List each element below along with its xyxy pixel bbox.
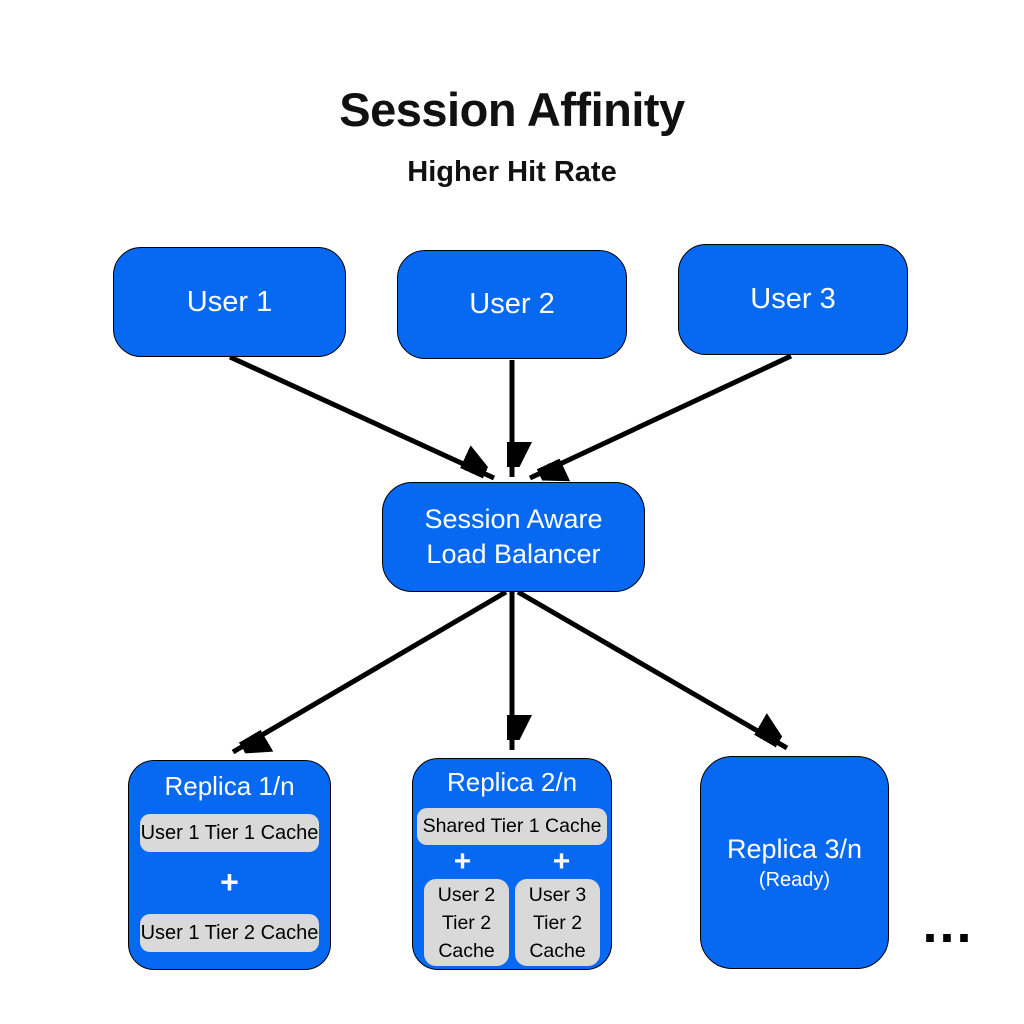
replica-1-tier1-cache: User 1 Tier 1 Cache	[140, 814, 319, 852]
arrow-load-balancer-to-replica3	[516, 589, 787, 751]
node-user-3: User 3	[678, 244, 908, 355]
replica-1-tier2-cache: User 1 Tier 2 Cache	[140, 914, 319, 952]
replica-2-title: Replica 2/n	[446, 767, 578, 797]
load-balancer-label-line1: Session Aware	[424, 503, 603, 534]
node-user-2-label: User 2	[469, 288, 555, 320]
replica-2-shared-tier1-cache: Shared Tier 1 Cache	[417, 808, 607, 845]
node-replica-2: Replica 2/n Shared Tier 1 Cache + + User…	[412, 758, 612, 970]
load-balancer-label-line2: Load Balancer	[426, 539, 601, 569]
node-replica-3: Replica 3/n (Ready)	[700, 756, 889, 969]
plus-sign-left: +	[453, 845, 472, 878]
plus-sign-right: +	[552, 845, 571, 878]
replica-2-cache-row: User 2 Tier 2 Cache User 3 Tier 2 Cache	[413, 879, 611, 966]
node-load-balancer: Session Aware Load Balancer	[382, 482, 645, 592]
replica-2-user3-tier2-cache: User 3 Tier 2 Cache	[515, 879, 600, 966]
page-title: Session Affinity	[339, 83, 685, 136]
plus-sign: +	[220, 864, 239, 900]
node-user-2: User 2	[397, 250, 627, 359]
page-subtitle: Higher Hit Rate	[407, 156, 617, 188]
arrow-load-balancer-to-replica1	[231, 589, 508, 752]
replica-2-user2-tier2-cache: User 2 Tier 2 Cache	[424, 879, 509, 966]
node-user-3-label: User 3	[750, 283, 836, 315]
replica-3-status: (Ready)	[758, 868, 831, 891]
node-replica-1: Replica 1/n User 1 Tier 1 Cache + User 1…	[128, 760, 331, 970]
replica-3-title: Replica 3/n	[726, 833, 863, 864]
node-user-1: User 1	[113, 247, 346, 357]
arrow-user3-to-load-balancer	[528, 353, 793, 478]
node-user-1-label: User 1	[186, 285, 273, 318]
arrow-user1-to-load-balancer	[228, 354, 496, 481]
replica-2-plus-row: + +	[413, 847, 611, 877]
replica-1-title: Replica 1/n	[164, 771, 295, 801]
more-replicas-ellipsis: ...	[922, 894, 974, 954]
